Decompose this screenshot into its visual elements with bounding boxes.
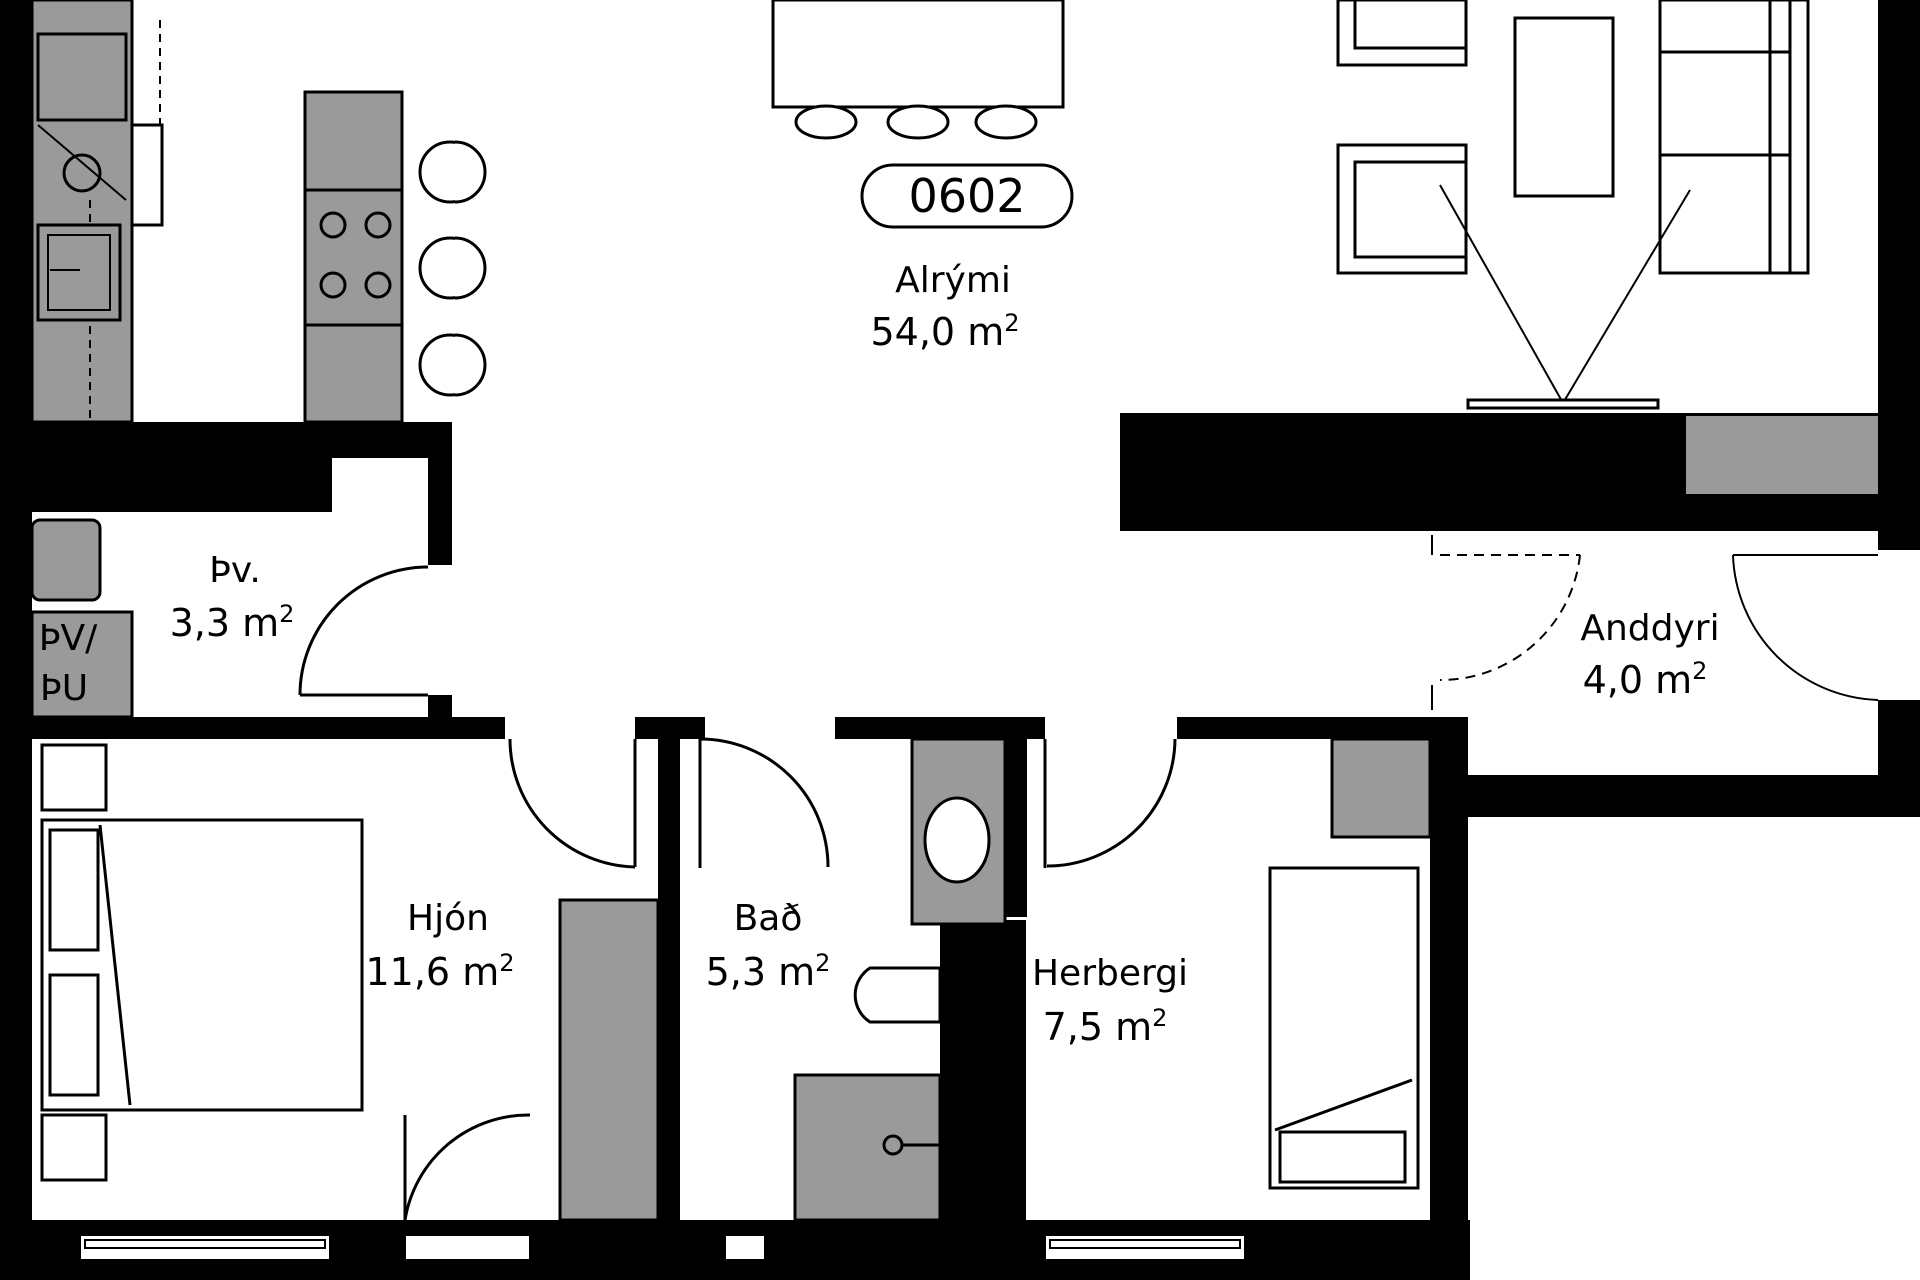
room-area-alrymi-sup: 2 [1004, 309, 1019, 337]
tv-icon [1466, 398, 1660, 410]
unit-number-badge: 0602 [860, 163, 1074, 229]
bar-stool-icon [418, 333, 487, 397]
room-name-herbergi: Herbergi [1032, 953, 1188, 994]
kitchen-island [303, 90, 404, 424]
entrance-doors [1431, 535, 1879, 710]
laundry-fixtures [30, 518, 429, 719]
appliance-label-line2: ÞU [40, 668, 88, 709]
unit-number: 0602 [908, 169, 1025, 223]
room-area-herbergi-sup: 2 [1152, 1004, 1167, 1032]
room-area-anddyri-sup: 2 [1692, 657, 1707, 685]
room-area-hjon: 11,6 m [366, 950, 500, 994]
room-area-alrymi: 54,0 m [871, 310, 1005, 354]
living-furniture [1336, 0, 1810, 410]
windows [79, 1234, 1246, 1261]
appliance-label-line1: ÞV/ [39, 618, 98, 659]
sofa-icon [1658, 0, 1810, 275]
room-name-hjon: Hjón [407, 898, 489, 939]
room-area-anddyri: 4,0 m [1583, 658, 1693, 702]
room-area-bad: 5,3 m [706, 950, 816, 994]
svg-text:11,6 m2: 11,6 m2 [366, 949, 515, 994]
bar-stool-icon [418, 236, 487, 300]
room-name-anddyri: Anddyri [1580, 608, 1719, 649]
sink-icon [36, 223, 122, 322]
svg-text:7,5 m2: 7,5 m2 [1043, 1004, 1168, 1049]
dining-table [771, 0, 1065, 140]
room-name-thv: Þv. [209, 550, 261, 591]
svg-text:5,3 m2: 5,3 m2 [706, 949, 831, 994]
stove-icon [303, 188, 404, 327]
room-area-bad-sup: 2 [815, 949, 830, 977]
bar-stools [418, 140, 487, 397]
bathroom-fixtures [698, 737, 1007, 1222]
room-area-herbergi: 7,5 m [1043, 1005, 1153, 1049]
bedroom-herbergi-furniture [1043, 737, 1432, 1190]
toilet-icon [853, 966, 942, 1024]
bedroom-hjon-furniture [40, 738, 660, 1222]
svg-text:3,3 m2: 3,3 m2 [170, 600, 295, 645]
room-name-bad: Bað [734, 898, 803, 939]
room-area-hjon-sup: 2 [499, 949, 514, 977]
storage-cabinet [1686, 416, 1878, 494]
room-area-thv: 3,3 m [170, 601, 280, 645]
svg-text:54,0 m2: 54,0 m2 [871, 309, 1020, 354]
coffee-table [1513, 16, 1615, 198]
bar-stool-icon [418, 140, 487, 204]
room-area-thv-sup: 2 [279, 600, 294, 628]
room-name-alrymi: Alrými [895, 260, 1011, 301]
svg-text:4,0 m2: 4,0 m2 [1583, 657, 1708, 702]
kitchen-counter-left [30, 0, 164, 424]
